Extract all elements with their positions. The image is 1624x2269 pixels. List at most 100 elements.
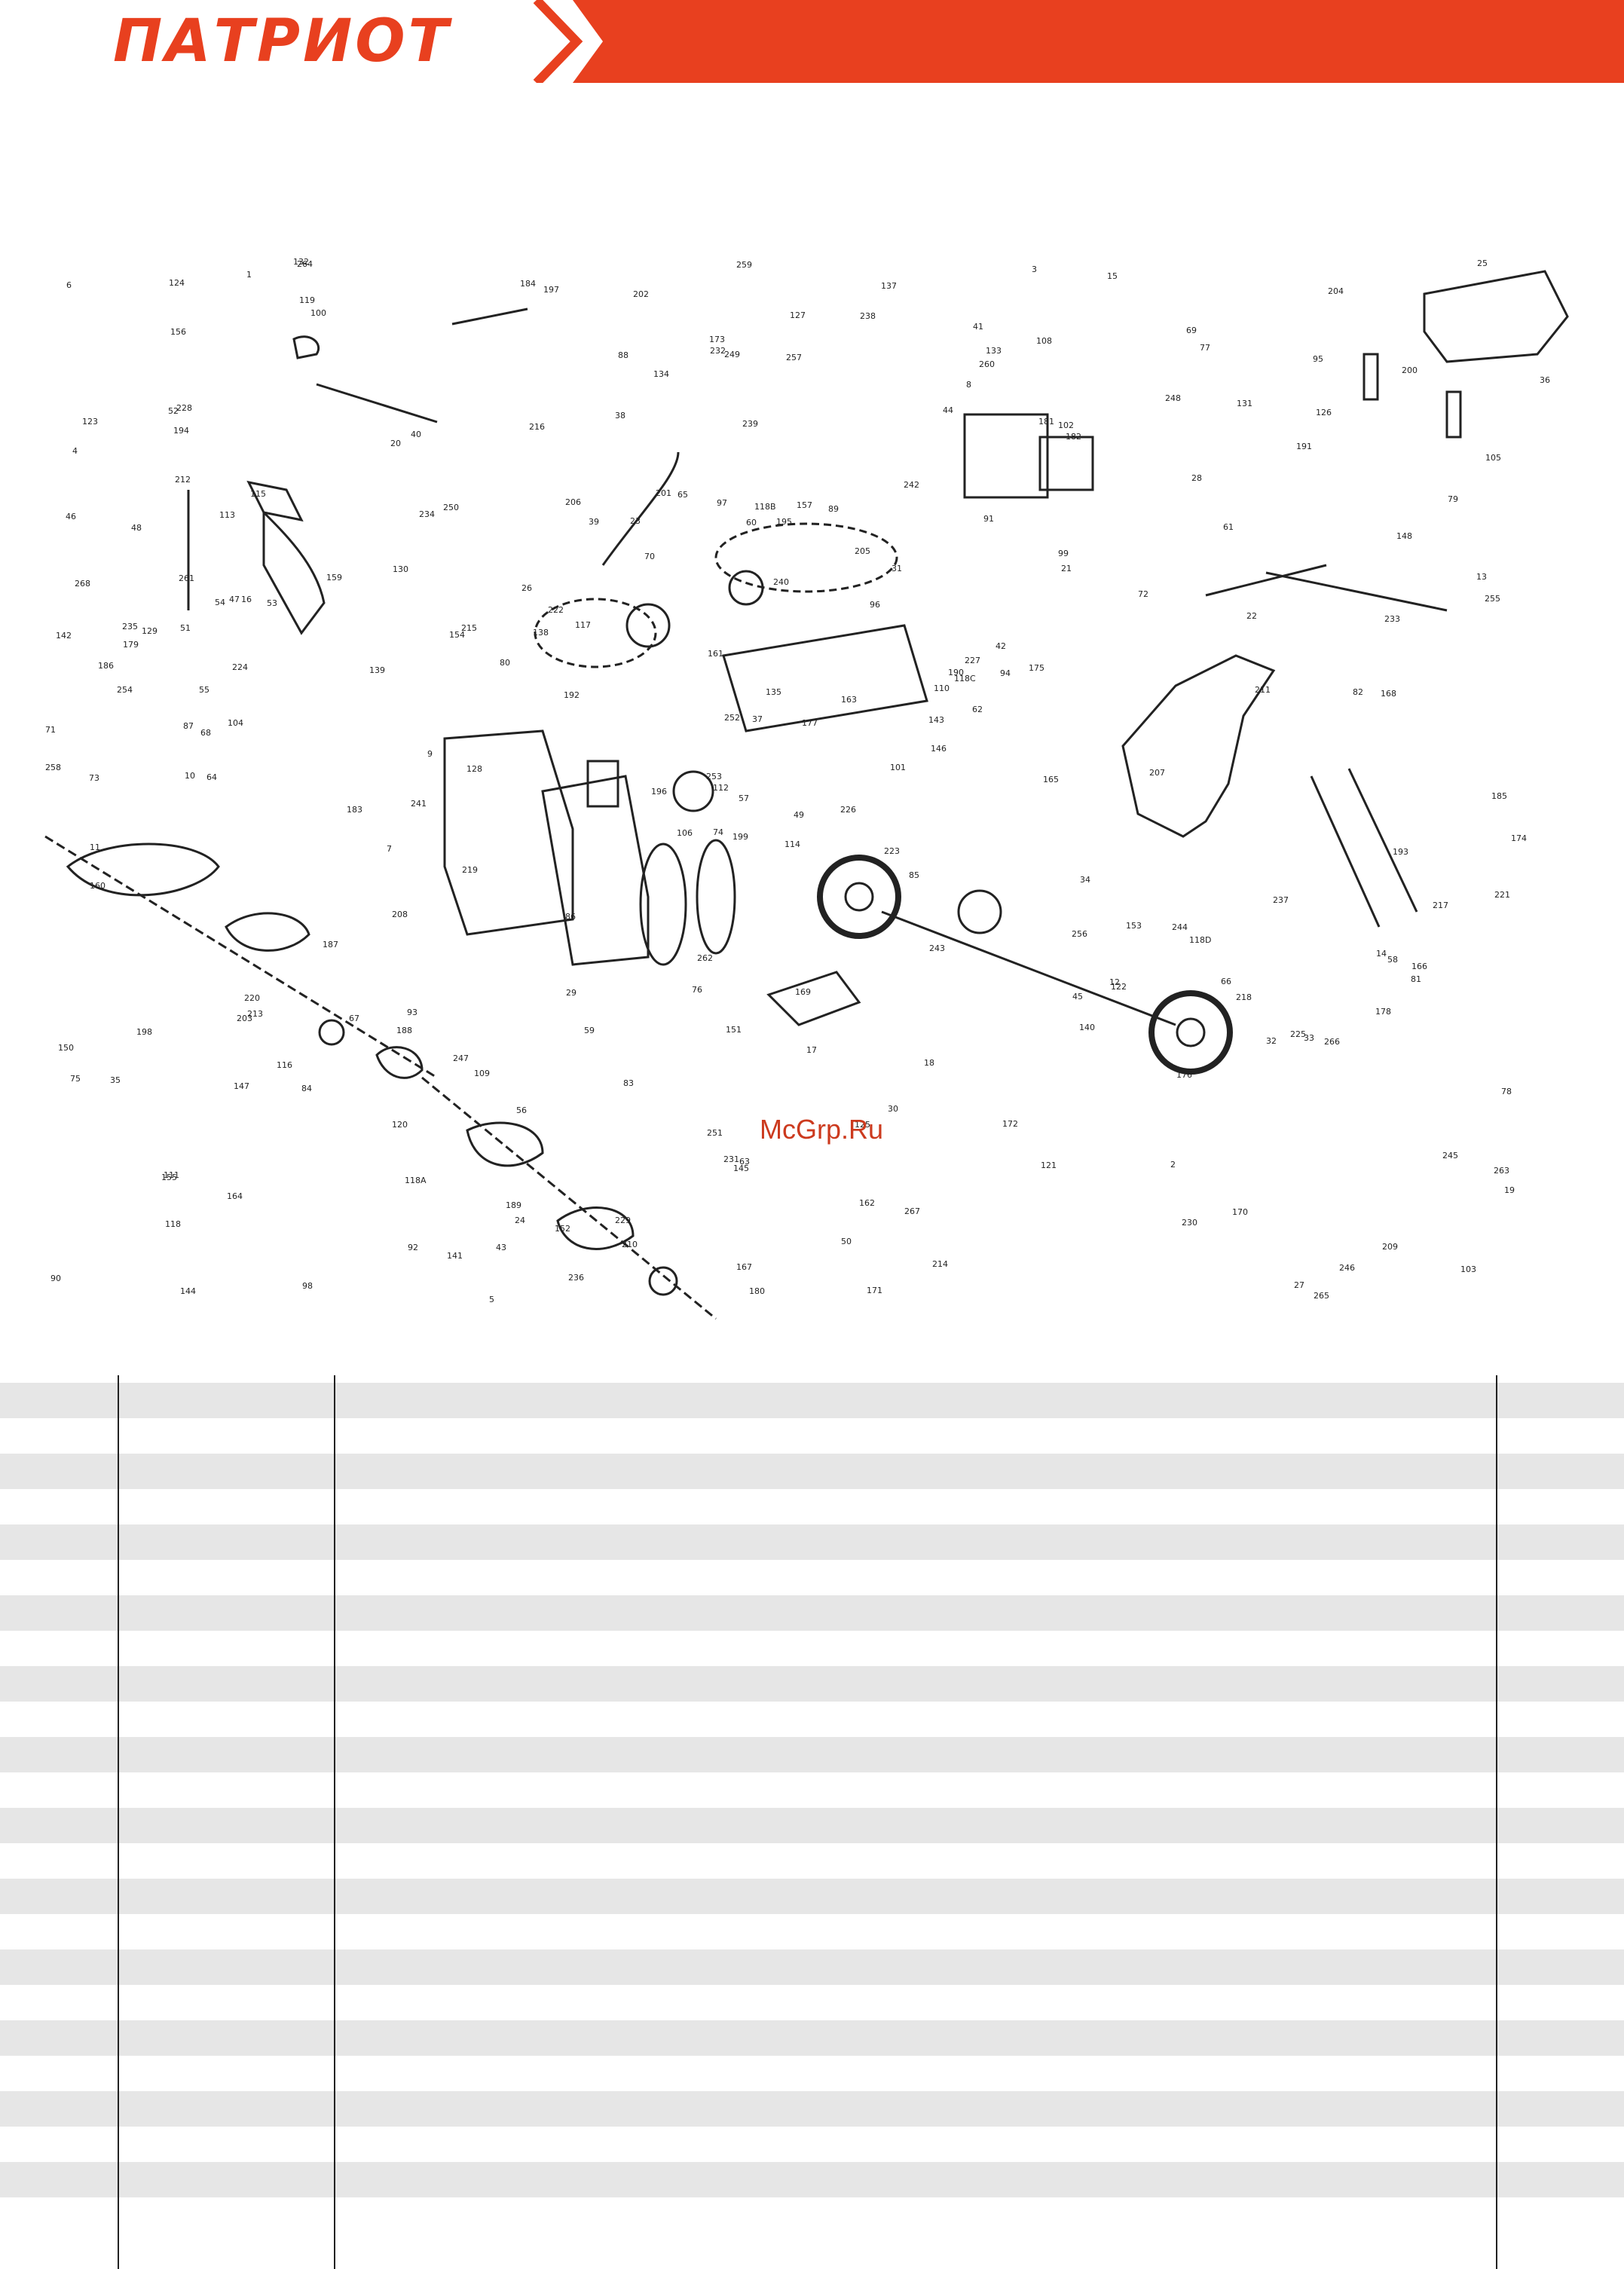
part-number-label: 49 bbox=[794, 810, 804, 820]
part-number-label: 121 bbox=[1041, 1160, 1057, 1170]
part-number-label: 154 bbox=[449, 630, 465, 640]
wheel-left-hub bbox=[844, 882, 874, 912]
part-number-label: 170 bbox=[1232, 1207, 1248, 1217]
part-number-label: 246 bbox=[1339, 1263, 1355, 1273]
part-number-label: 268 bbox=[75, 579, 90, 589]
control-rod bbox=[1205, 564, 1327, 597]
part-number-label: 117 bbox=[575, 620, 591, 630]
part-number-label: 206 bbox=[565, 497, 581, 507]
part-number-label: 76 bbox=[692, 985, 702, 995]
part-number-label: 142 bbox=[56, 631, 72, 641]
part-number-label: 146 bbox=[931, 744, 947, 754]
part-number-label: 242 bbox=[904, 480, 919, 490]
part-number-label: 177 bbox=[802, 718, 818, 728]
part-number-label: 68 bbox=[200, 728, 211, 738]
part-number-label: 159 bbox=[326, 573, 342, 583]
part-number-label: 50 bbox=[841, 1237, 852, 1246]
part-number-label: 241 bbox=[411, 799, 427, 809]
part-number-label: 114 bbox=[784, 839, 800, 849]
part-number-label: 244 bbox=[1172, 922, 1188, 932]
part-number-label: 118C bbox=[954, 674, 976, 683]
part-number-label: 181 bbox=[1038, 417, 1054, 427]
pulley-3 bbox=[672, 770, 714, 812]
part-number-label: 6 bbox=[66, 280, 72, 290]
part-number-label: 86 bbox=[565, 912, 576, 922]
table-row bbox=[0, 1879, 1624, 1914]
table-row bbox=[0, 1454, 1624, 1489]
part-number-label: 203 bbox=[237, 1014, 252, 1023]
auger-housing-left bbox=[443, 729, 574, 936]
exploded-parts-diagram: 1141131121111101091081571021011001031041… bbox=[44, 257, 1569, 1320]
part-number-label: 109 bbox=[474, 1069, 490, 1078]
part-number-label: 46 bbox=[66, 512, 76, 521]
part-number-label: 62 bbox=[972, 705, 983, 714]
part-number-label: 224 bbox=[232, 662, 248, 672]
part-number-label: 164 bbox=[227, 1191, 243, 1201]
table-row bbox=[0, 1666, 1624, 1702]
part-number-label: 152 bbox=[555, 1224, 570, 1234]
part-number-label: 166 bbox=[1411, 962, 1427, 971]
part-number-label: 125 bbox=[855, 1120, 870, 1130]
gearbox-housing bbox=[375, 1046, 424, 1079]
part-number-label: 217 bbox=[1433, 901, 1448, 910]
part-number-label: 123 bbox=[82, 417, 98, 427]
part-number-label: 85 bbox=[909, 870, 919, 880]
part-number-label: 137 bbox=[881, 281, 897, 291]
part-number-label: 216 bbox=[529, 422, 545, 432]
part-number-label: 132 bbox=[293, 257, 309, 267]
part-number-label: 212 bbox=[175, 475, 191, 485]
part-number-label: 167 bbox=[736, 1262, 752, 1272]
part-number-label: 225 bbox=[1290, 1029, 1306, 1039]
belt-1 bbox=[639, 842, 687, 966]
part-number-label: 88 bbox=[618, 350, 628, 360]
part-number-label: 134 bbox=[653, 369, 669, 379]
part-number-label: 90 bbox=[50, 1274, 61, 1283]
part-number-label: 119 bbox=[299, 295, 315, 305]
part-number-label: 15 bbox=[1107, 271, 1118, 281]
part-number-label: 122 bbox=[1111, 982, 1127, 992]
part-number-label: 127 bbox=[790, 310, 806, 320]
part-number-label: 198 bbox=[136, 1027, 152, 1037]
part-number-label: 77 bbox=[1200, 343, 1210, 353]
table-row bbox=[0, 1808, 1624, 1843]
part-number-label: 82 bbox=[1353, 687, 1363, 697]
part-number-label: 245 bbox=[1442, 1151, 1458, 1160]
part-number-label: 240 bbox=[773, 577, 789, 587]
part-number-label: 228 bbox=[176, 403, 192, 413]
table-row bbox=[0, 1383, 1624, 1418]
part-number-label: 5 bbox=[489, 1295, 494, 1304]
part-number-label: 118B bbox=[754, 502, 776, 512]
part-number-label: 37 bbox=[752, 714, 763, 724]
part-number-label: 103 bbox=[1460, 1264, 1476, 1274]
part-number-label: 176 bbox=[1176, 1070, 1192, 1080]
part-number-label: 24 bbox=[515, 1216, 525, 1225]
part-number-label: 140 bbox=[1079, 1023, 1095, 1032]
part-number-label: 126 bbox=[1316, 408, 1332, 417]
wheel-right bbox=[1148, 990, 1233, 1075]
part-number-label: 54 bbox=[215, 598, 225, 607]
part-number-label: 95 bbox=[1313, 354, 1323, 364]
part-number-label: 187 bbox=[323, 940, 338, 949]
part-number-label: 26 bbox=[521, 583, 532, 593]
part-number-label: 171 bbox=[867, 1286, 882, 1295]
part-number-label: 69 bbox=[1186, 326, 1197, 335]
part-number-label: 13 bbox=[1476, 572, 1487, 582]
part-number-label: 209 bbox=[1382, 1242, 1398, 1252]
part-number-label: 145 bbox=[733, 1164, 749, 1173]
part-number-label: 105 bbox=[1485, 453, 1501, 463]
part-number-label: 38 bbox=[615, 411, 625, 420]
part-number-label: 210 bbox=[622, 1240, 638, 1249]
part-number-label: 259 bbox=[736, 260, 752, 270]
part-number-label: 55 bbox=[199, 685, 209, 695]
part-number-label: 214 bbox=[932, 1259, 948, 1269]
belt-2 bbox=[696, 839, 736, 955]
part-number-label: 89 bbox=[828, 504, 839, 514]
group-ellipse-2 bbox=[714, 522, 898, 593]
part-number-label: 227 bbox=[965, 656, 980, 665]
column-rule-3 bbox=[1496, 1375, 1497, 2269]
part-number-label: 252 bbox=[724, 713, 740, 723]
table-row bbox=[0, 1949, 1624, 1985]
part-number-label: 163 bbox=[841, 695, 857, 705]
part-number-label: 196 bbox=[651, 787, 667, 797]
part-number-label: 72 bbox=[1138, 589, 1148, 599]
